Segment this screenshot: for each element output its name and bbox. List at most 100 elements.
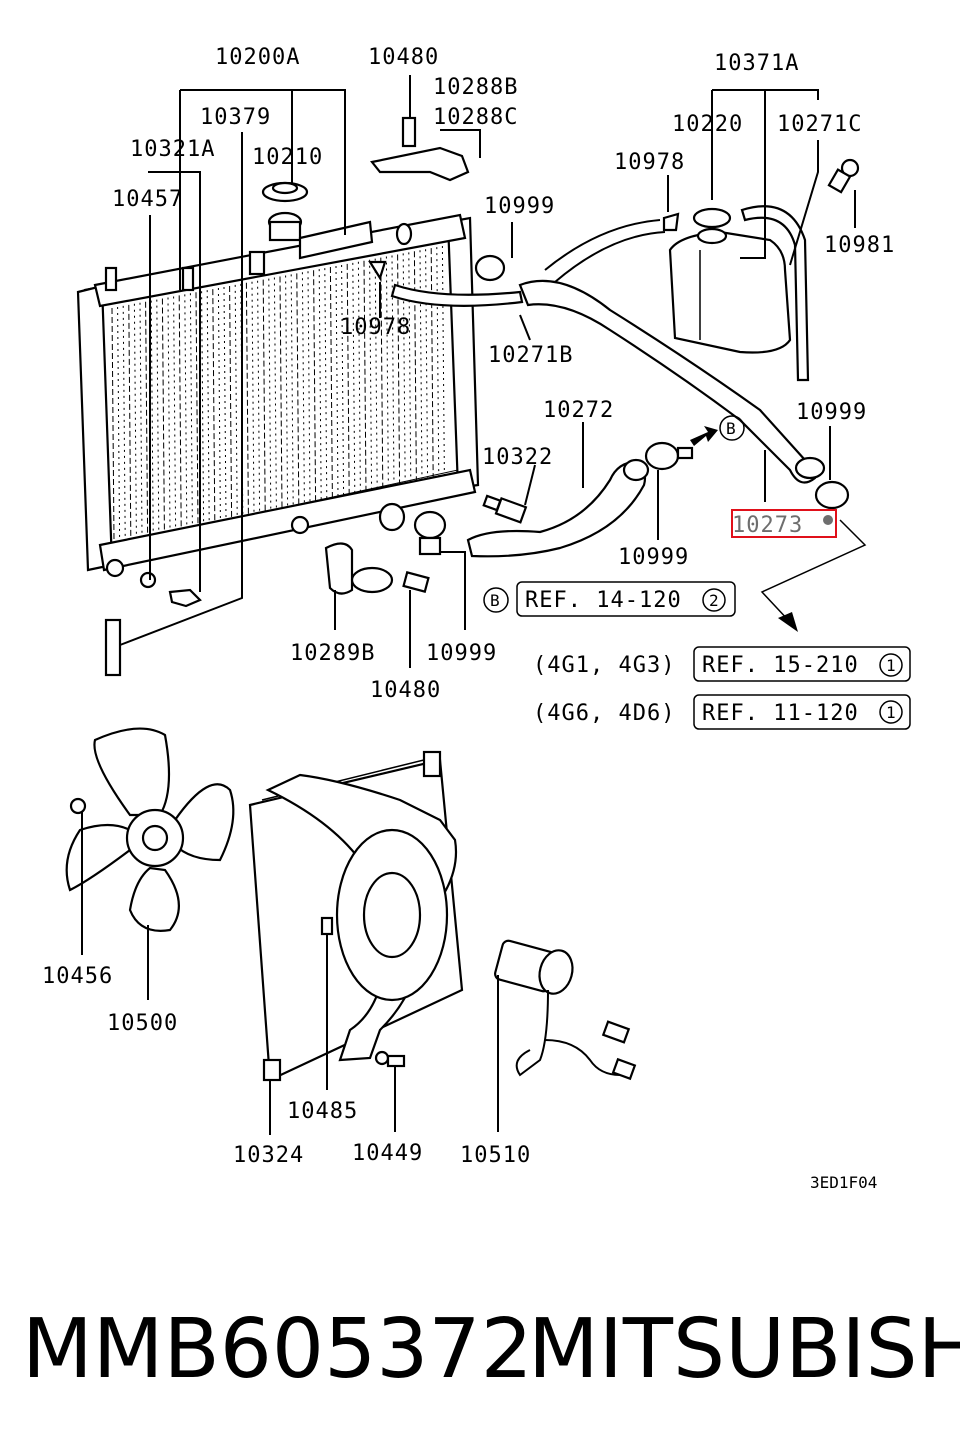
b-marker-circle-ref bbox=[483, 587, 509, 613]
fin-line bbox=[369, 259, 373, 492]
fin-line bbox=[285, 275, 289, 508]
callout-10289b: 10289B bbox=[290, 641, 375, 666]
b-marker-ref: B bbox=[490, 591, 500, 610]
fin-line bbox=[268, 278, 272, 511]
fin-line bbox=[385, 256, 389, 489]
clip-10485 bbox=[320, 916, 334, 936]
fin-line bbox=[139, 302, 143, 535]
upper-hose-end bbox=[794, 456, 826, 480]
fin-line bbox=[122, 305, 126, 538]
fin-line bbox=[296, 273, 300, 506]
radiator-assembly bbox=[76, 211, 480, 677]
callout-10371a: 10371A bbox=[714, 51, 799, 76]
callout-10456: 10456 bbox=[42, 964, 113, 989]
fin-line bbox=[419, 250, 423, 483]
radiator-core-fins bbox=[111, 246, 445, 541]
fin-line bbox=[189, 293, 193, 526]
reservoir-hose-left-b bbox=[554, 231, 666, 283]
callout-10999-b: 10999 bbox=[796, 400, 867, 425]
callout-10210: 10210 bbox=[252, 145, 323, 170]
fin-line bbox=[318, 269, 322, 502]
fin-line bbox=[229, 285, 233, 518]
arrow-to-b bbox=[690, 426, 718, 446]
fan-motor-10510 bbox=[494, 939, 637, 1081]
fin-line bbox=[234, 284, 238, 517]
fin-line bbox=[212, 289, 216, 522]
radiator-parts-diagram: 10200A 10379 10321A 10210 10457 10480 10… bbox=[42, 45, 911, 1192]
radiator-cap bbox=[261, 181, 309, 203]
reserve-tank bbox=[668, 207, 792, 354]
fin-line bbox=[352, 262, 356, 495]
callout-10322: 10322 bbox=[482, 445, 553, 470]
fin-line bbox=[195, 292, 199, 525]
ref-4g6-condition: (4G6, 4D6) bbox=[533, 701, 675, 726]
leader-lines bbox=[81, 75, 856, 1135]
clamp-10978-reservoir bbox=[662, 212, 680, 232]
fin-line bbox=[408, 252, 412, 485]
small-clamp-10978 bbox=[368, 260, 387, 281]
callout-10321a: 10321A bbox=[130, 137, 215, 162]
callout-10999-c: 10999 bbox=[618, 545, 689, 570]
callout-10981: 10981 bbox=[824, 233, 895, 258]
ref-arrowhead bbox=[778, 612, 798, 632]
fin-line bbox=[245, 282, 249, 515]
highlight-box-10273 bbox=[731, 509, 837, 538]
fin-line bbox=[145, 301, 149, 534]
callout-10324: 10324 bbox=[233, 1143, 304, 1168]
fin-line bbox=[425, 249, 429, 482]
drawing-code: 3ED1F04 bbox=[810, 1173, 877, 1192]
b-marker-top: B bbox=[726, 419, 736, 438]
callout-10379: 10379 bbox=[200, 105, 271, 130]
fin-line bbox=[251, 281, 255, 514]
b-marker-circle-top bbox=[719, 415, 745, 441]
callout-10220: 10220 bbox=[672, 112, 743, 137]
lower-hose-end bbox=[622, 458, 650, 482]
brand-name: MITSUBISHI bbox=[528, 1302, 960, 1397]
fin-line bbox=[335, 265, 339, 499]
callout-10500: 10500 bbox=[107, 1011, 178, 1036]
callout-10288b: 10288B bbox=[433, 75, 518, 100]
highlight-clip-icon bbox=[823, 515, 833, 525]
caption: MMB605372 MITSUBISHI bbox=[0, 1290, 960, 1410]
bolt-10449 bbox=[374, 1050, 406, 1068]
fin-line bbox=[374, 258, 378, 491]
fin-line bbox=[357, 261, 361, 494]
fin-line bbox=[173, 296, 177, 529]
ref-leader bbox=[760, 519, 867, 623]
fin-line bbox=[206, 290, 210, 523]
fin-line bbox=[430, 248, 434, 481]
fin-line bbox=[117, 306, 121, 539]
callout-10272: 10272 bbox=[543, 398, 614, 423]
callout-10271b: 10271B bbox=[488, 343, 573, 368]
callout-10480-top: 10480 bbox=[368, 45, 439, 70]
circle-1a-ring bbox=[879, 653, 903, 677]
lower-hose-clamp bbox=[644, 441, 694, 471]
fin-line bbox=[380, 257, 384, 490]
callout-10999-d: 10999 bbox=[426, 641, 497, 666]
fin-line bbox=[290, 274, 294, 507]
upper-hose-clamp-right bbox=[814, 480, 850, 510]
fin-line bbox=[262, 279, 266, 512]
fin-line bbox=[161, 298, 165, 531]
callout-10480-bottom: 10480 bbox=[370, 678, 441, 703]
overflow-hose-10271b bbox=[390, 283, 524, 307]
fin-line bbox=[201, 291, 205, 524]
fin-line bbox=[178, 295, 182, 528]
circle-1b: 1 bbox=[886, 703, 896, 722]
fin-line bbox=[307, 271, 311, 504]
circle-1a: 1 bbox=[886, 656, 896, 675]
fin-line bbox=[324, 268, 328, 501]
callout-10200a: 10200A bbox=[215, 45, 300, 70]
callout-10288c: 10288C bbox=[433, 105, 518, 130]
fin-line bbox=[111, 307, 115, 541]
ref-box-15-210 bbox=[693, 646, 911, 682]
lower-bracket-10289b bbox=[324, 542, 394, 595]
fin-line bbox=[257, 280, 261, 513]
fin-line bbox=[273, 277, 277, 510]
fin-line bbox=[402, 253, 406, 486]
fin-line bbox=[341, 264, 345, 497]
fin-line bbox=[128, 304, 132, 537]
ref-15-210: REF. 15-210 bbox=[702, 653, 859, 678]
circle-1b-ring bbox=[879, 700, 903, 724]
fin-line bbox=[391, 255, 395, 488]
